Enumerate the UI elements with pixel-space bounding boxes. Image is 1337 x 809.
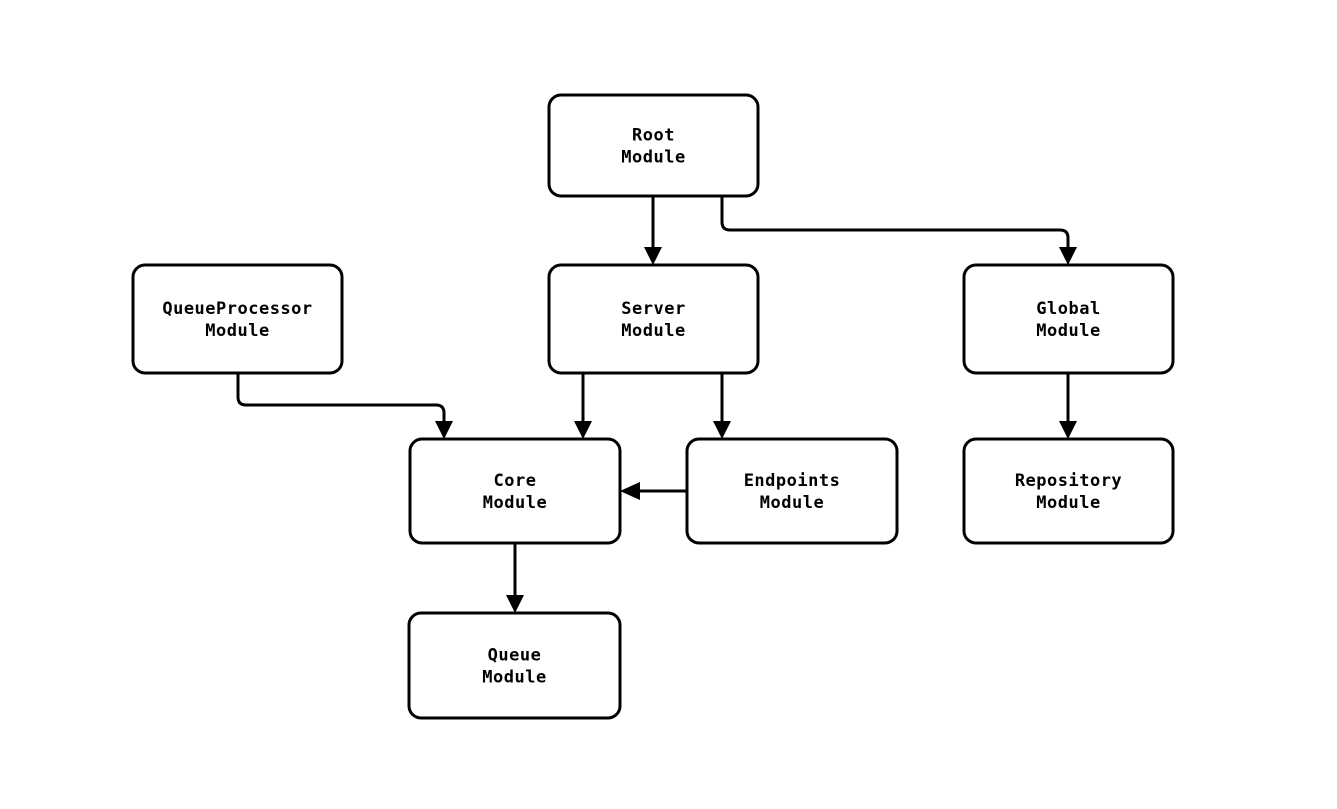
edge-root-to-global [720, 196, 1077, 265]
arrowhead-icon [1059, 421, 1077, 439]
edge-endpoints-to-core [620, 482, 687, 500]
node-box-root[interactable] [547, 93, 760, 198]
node-label-line1: Endpoints [744, 471, 841, 491]
arrowhead-icon [1059, 247, 1077, 265]
node-box-queueprocessor[interactable] [131, 263, 344, 375]
node-box-endpoints[interactable] [685, 437, 899, 545]
edge-global-to-repository [1059, 373, 1077, 439]
edges-layer [236, 196, 1077, 613]
edge-line [720, 196, 1070, 252]
node-box-server[interactable] [547, 263, 760, 375]
node-box-core[interactable] [408, 437, 622, 545]
node-label-line1: Core [494, 471, 537, 491]
node-label-line1: Global [1036, 299, 1100, 319]
arrowhead-icon [620, 482, 640, 500]
node-label-line2: Module [483, 493, 547, 513]
node-label-line1: QueueProcessor [162, 299, 312, 319]
node-label-line2: Module [760, 493, 824, 513]
edge-queueprocessor-to-core [236, 373, 453, 439]
node-box-repository[interactable] [962, 437, 1175, 545]
node-label-line2: Module [621, 321, 685, 341]
edge-server-to-core [574, 373, 592, 439]
edge-core-to-queue [506, 543, 524, 613]
node-label-line1: Queue [488, 646, 542, 666]
node-box-queue[interactable] [407, 611, 622, 720]
arrowhead-icon [574, 421, 592, 439]
node-label-line2: Module [1036, 321, 1100, 341]
node-label-line1: Repository [1015, 471, 1122, 491]
edge-root-to-server [644, 196, 662, 265]
arrowhead-icon [506, 595, 524, 613]
arrowhead-icon [644, 247, 662, 265]
node-label-line2: Module [1036, 493, 1100, 513]
node-label-line2: Module [621, 148, 685, 168]
node-box-global[interactable] [962, 263, 1175, 375]
node-label-line1: Server [621, 299, 685, 319]
arrowhead-icon [713, 421, 731, 439]
edge-server-to-endpoints [713, 373, 731, 439]
arrowhead-icon [435, 421, 453, 439]
node-label-line2: Module [205, 321, 269, 341]
node-label-line1: Root [632, 126, 675, 146]
node-label-line2: Module [482, 668, 546, 688]
edge-line [236, 373, 446, 426]
